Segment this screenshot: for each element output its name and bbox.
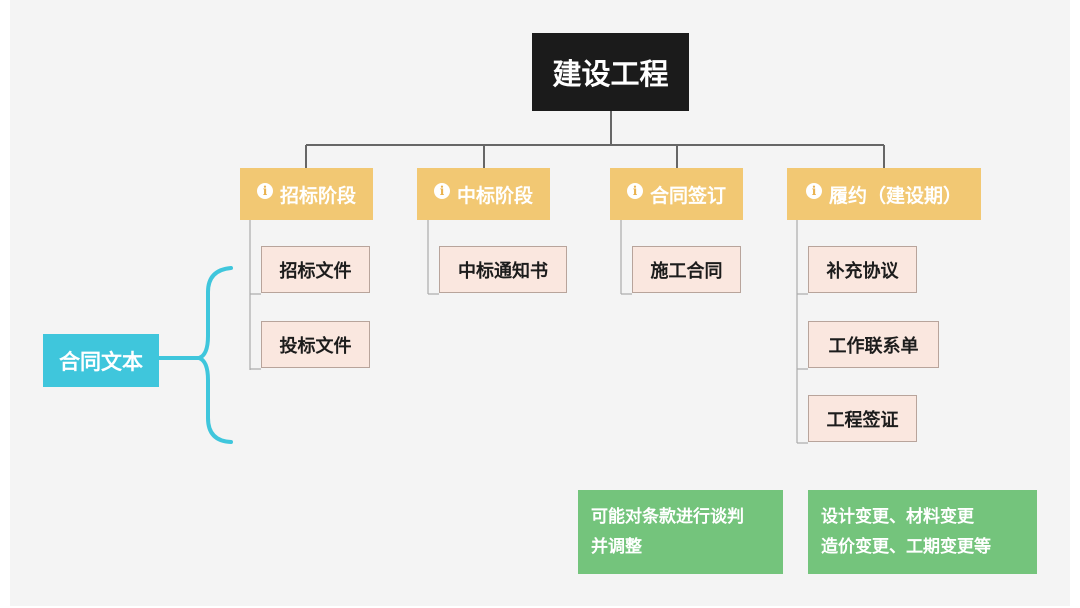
child-label: 投标文件 [279,335,352,357]
contract-text-label[interactable]: 合同文本 [43,334,159,387]
stage-label: 合同签订 [649,184,726,207]
note-changes[interactable]: 设计变更、材料变更 造价变更、工期变更等 [808,490,1037,574]
stage-node-signing[interactable]: i 合同签订 [610,168,743,220]
info-icon: i [256,183,273,199]
child-label: 招标文件 [279,260,352,282]
bracket [192,266,233,444]
child-node[interactable]: 投标文件 [261,321,370,368]
info-icon: i [433,183,450,199]
stage-node-award[interactable]: i 中标阶段 [417,168,550,220]
stage-node-bidding[interactable]: i 招标阶段 [240,168,373,220]
child-node[interactable]: 工作联系单 [808,321,939,368]
child-node[interactable]: 中标通知书 [439,246,567,293]
child-label: 中标通知书 [458,260,548,282]
stage-label: 招标阶段 [279,184,356,207]
root-node[interactable]: 建设工程 [532,33,689,111]
note-line: 并调整 [591,537,642,557]
note-line: 可能对条款进行谈判 [591,507,744,527]
child-label: 工程签证 [826,409,899,431]
note-negotiation[interactable]: 可能对条款进行谈判 并调整 [578,490,783,574]
child-node[interactable]: 补充协议 [808,246,917,293]
child-label: 工作联系单 [828,335,919,357]
note-line: 设计变更、材料变更 [821,507,974,527]
bracket-label: 合同文本 [59,349,143,374]
root-label: 建设工程 [552,57,669,91]
child-node[interactable]: 工程签证 [808,395,917,442]
note-line: 造价变更、工期变更等 [821,537,991,557]
child-label: 施工合同 [650,260,723,282]
stage-node-performance[interactable]: i 履约（建设期） [787,168,981,220]
child-node[interactable]: 施工合同 [632,246,741,293]
child-node[interactable]: 招标文件 [261,246,370,293]
child-label: 补充协议 [826,260,899,282]
stage-label: 中标阶段 [456,184,533,207]
stage-label: 履约（建设期） [828,184,962,207]
info-icon: i [626,183,643,199]
info-icon: i [805,183,822,199]
